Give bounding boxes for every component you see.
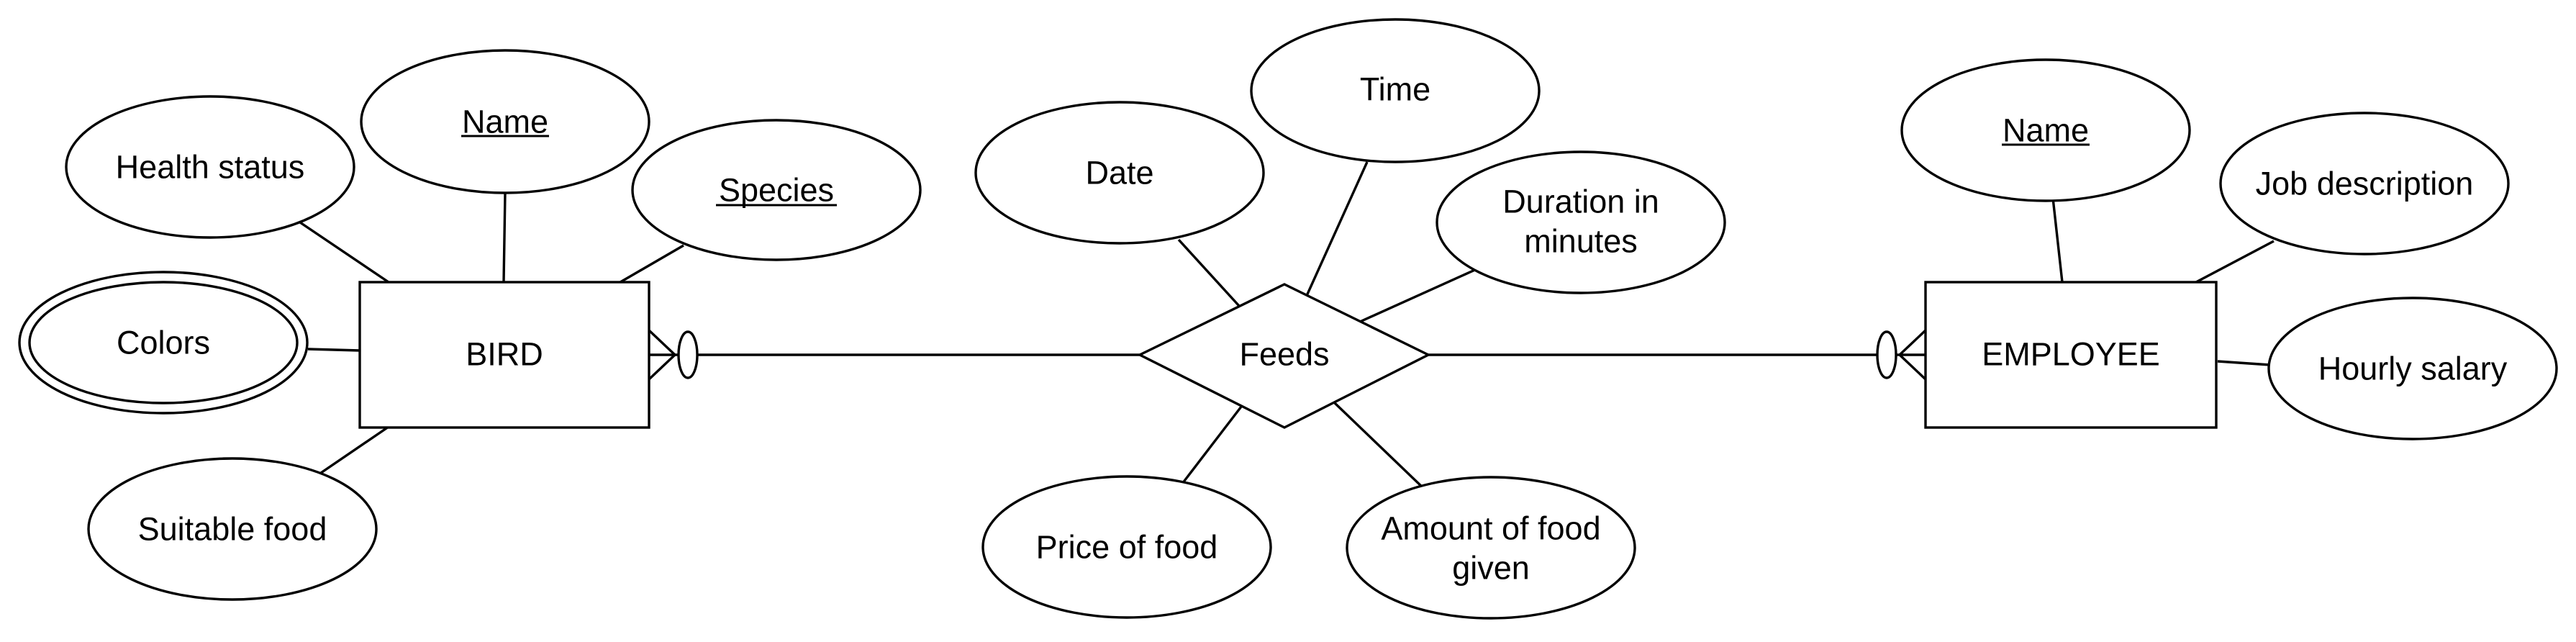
line-bird-species <box>620 244 684 284</box>
optional-circle-bird-side <box>677 330 699 379</box>
attribute-amount-of-food-given[interactable]: Amount of food given <box>1346 476 1636 620</box>
entity-employee-box <box>1924 281 2218 429</box>
attribute-amount-of-food-ellipse <box>1346 476 1636 620</box>
employee-side-cardinality <box>1876 329 1927 381</box>
attribute-health-status-ellipse <box>65 95 355 239</box>
attribute-hourly-salary-label: Hourly salary <box>2318 351 2508 387</box>
attribute-species-key[interactable]: Species <box>631 119 922 261</box>
entity-bird-box <box>358 281 650 429</box>
line-feeds-date <box>1177 238 1241 307</box>
line-employee-hourly-salary <box>2217 360 2271 366</box>
attribute-time[interactable]: Time <box>1250 18 1541 163</box>
attribute-bird-name-ellipse <box>360 49 650 194</box>
attribute-employee-name-ellipse <box>1900 58 2191 202</box>
connector-lines <box>299 161 2275 490</box>
attribute-colors-label: Colors <box>117 325 210 361</box>
line-bird-colors <box>307 348 360 352</box>
attribute-employee-name-label: Name <box>2003 112 2089 149</box>
attribute-job-description[interactable]: Job description <box>2219 112 2510 256</box>
entity-bird[interactable]: BIRD <box>358 281 650 429</box>
attribute-bird-name-key[interactable]: Name <box>360 49 650 194</box>
attribute-job-description-label: Job description <box>2256 166 2474 202</box>
crows-foot-bird-lower-prong <box>648 353 676 381</box>
attribute-suitable-food-ellipse <box>87 457 378 601</box>
crows-foot-employee-upper-prong <box>1898 329 1927 356</box>
attribute-price-of-food-label: Price of food <box>1036 529 1218 566</box>
entity-bird-label: BIRD <box>466 336 543 373</box>
attribute-duration-label-line-2: minutes <box>1524 223 1638 260</box>
relationship-feeds-label: Feeds <box>1239 336 1329 373</box>
relationship-feeds-diamond <box>1137 283 1431 429</box>
attribute-amount-of-food-label-line-1: Amount of food <box>1381 510 1600 547</box>
relationship-feeds[interactable]: Feeds <box>1137 283 1431 429</box>
line-employee-job-description <box>2195 240 2275 284</box>
attribute-species-label: Species <box>719 172 834 209</box>
attribute-date-ellipse <box>974 101 1265 245</box>
attribute-hourly-salary[interactable]: Hourly salary <box>2267 297 2558 440</box>
line-employee-name <box>2051 197 2064 283</box>
attribute-suitable-food-label: Suitable food <box>138 511 327 548</box>
attribute-suitable-food[interactable]: Suitable food <box>87 457 378 601</box>
attribute-amount-of-food-label-line-2: given <box>1452 550 1530 587</box>
bird-side-cardinality <box>648 329 699 381</box>
line-feeds-price-of-food <box>1181 405 1243 485</box>
attribute-employee-name-key[interactable]: Name <box>1900 58 2191 202</box>
line-feeds-amount-of-food <box>1333 402 1425 490</box>
attribute-colors-multivalued[interactable]: Colors <box>18 271 309 415</box>
attribute-time-ellipse <box>1250 18 1541 163</box>
attribute-price-of-food-ellipse <box>981 475 1272 619</box>
attribute-hourly-salary-ellipse <box>2267 297 2558 440</box>
attribute-duration-ellipse <box>1436 150 1726 294</box>
attribute-health-status-label: Health status <box>116 149 305 186</box>
attribute-price-of-food[interactable]: Price of food <box>981 475 1272 619</box>
line-feeds-time <box>1305 161 1369 298</box>
entity-employee-label: EMPLOYEE <box>1982 336 2160 373</box>
crows-foot-bird-upper-prong <box>648 329 676 356</box>
line-feeds-duration <box>1359 268 1477 323</box>
line-bird-suitable-food <box>320 425 389 474</box>
attribute-time-label: Time <box>1360 71 1430 108</box>
optional-circle-employee-side <box>1876 330 1897 379</box>
attribute-species-ellipse <box>631 119 922 261</box>
attribute-job-description-ellipse <box>2219 112 2510 256</box>
attribute-duration-label-line-1: Duration in <box>1502 184 1659 220</box>
line-bird-name <box>502 192 507 283</box>
attribute-date[interactable]: Date <box>974 101 1265 245</box>
line-bird-health-status <box>299 221 389 284</box>
attribute-health-status[interactable]: Health status <box>65 95 355 239</box>
attribute-colors-inner-ellipse <box>28 281 299 404</box>
attribute-date-label: Date <box>1085 155 1153 191</box>
entity-employee[interactable]: EMPLOYEE <box>1924 281 2218 429</box>
crows-foot-employee-lower-prong <box>1898 353 1927 381</box>
attribute-duration-in-minutes[interactable]: Duration in minutes <box>1436 150 1726 294</box>
attribute-bird-name-label: Name <box>462 104 548 140</box>
